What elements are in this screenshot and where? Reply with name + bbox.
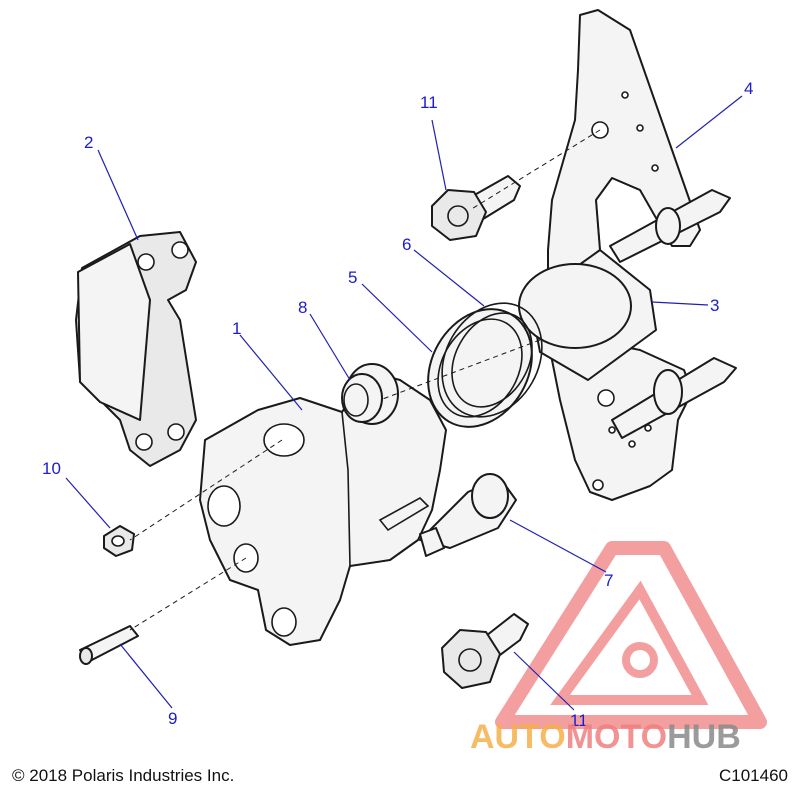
callout-11-upper: 11 [420, 93, 438, 112]
nut [103, 525, 135, 557]
figure-code: C101460 [718, 766, 788, 785]
callout-1: 1 [232, 319, 241, 338]
brake-pad [75, 231, 197, 467]
copyright-notice: © 2018 Polaris Industries Inc. [12, 766, 235, 785]
callout-8: 8 [298, 298, 307, 317]
bracket-lower-pin [611, 357, 737, 439]
watermark-logo [495, 541, 767, 729]
leader-lines [65, 95, 743, 711]
callout-2: 2 [84, 133, 93, 152]
slide-pin-boot [419, 473, 517, 557]
piston-seal-rings [427, 302, 543, 428]
callout-11-lower: 11 [570, 711, 588, 730]
callout-labels: 1 2 3 4 5 6 7 8 9 10 11 11 [42, 79, 753, 730]
bracket-upper-pin [609, 189, 731, 263]
piston [518, 249, 657, 381]
watermark-auto: AUTO [470, 718, 566, 756]
lower-bolt [441, 613, 529, 689]
watermark-moto: MOTO [566, 718, 667, 756]
callout-7: 7 [604, 571, 613, 590]
watermark-wordmark: AUTOMOTOHUB [470, 718, 741, 756]
bleeder-screw [79, 625, 139, 665]
piston-dust-boot [341, 373, 383, 423]
watermark-hub: HUB [667, 718, 741, 756]
callout-6: 6 [402, 235, 411, 254]
callout-5: 5 [348, 268, 357, 287]
callout-4: 4 [744, 79, 753, 98]
caliper-body [199, 363, 447, 646]
callout-3: 3 [710, 296, 719, 315]
assembly-axes [129, 129, 601, 631]
callout-10: 10 [42, 459, 61, 478]
callout-9: 9 [168, 709, 177, 728]
upper-bolt [431, 175, 521, 241]
